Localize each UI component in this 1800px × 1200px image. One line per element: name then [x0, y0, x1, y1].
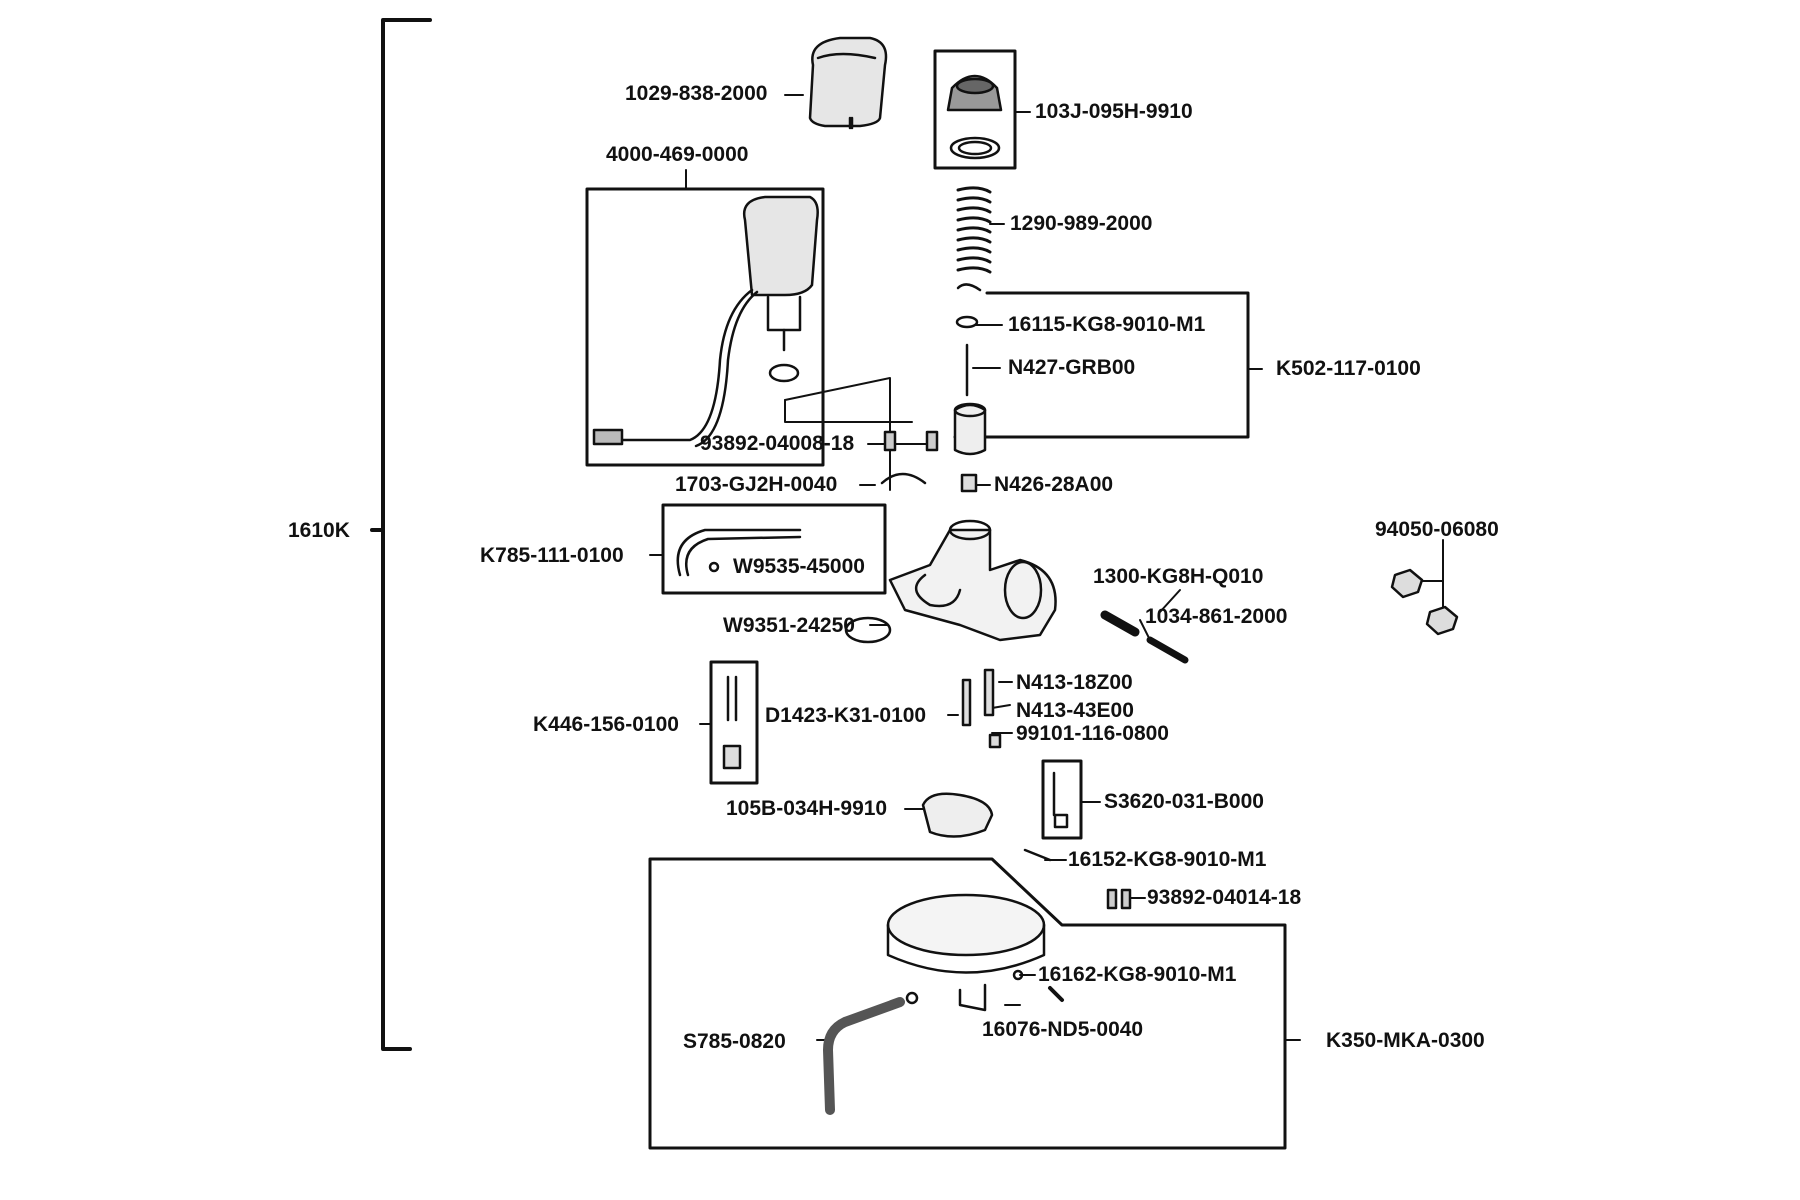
part-label-n426-28a00: N426-28A00 [994, 473, 1114, 496]
group-box-4000-469-0000 [585, 187, 825, 467]
screws-part [883, 430, 939, 452]
part-label-16076-nd5-0040: 16076-ND5-0040 [982, 1018, 1144, 1041]
auto-choke-part [592, 195, 819, 448]
part-label-k350-mka-0300: K350-MKA-0300 [1326, 1029, 1485, 1052]
part-label-4000-469-0000: 4000-469-0000 [606, 143, 749, 166]
nuts-part [1390, 568, 1459, 636]
part-label-1290-989-2000: 1290-989-2000 [1010, 212, 1153, 235]
part-label-w9535-45000: W9535-45000 [733, 555, 865, 578]
bowl-screws-part [1106, 888, 1132, 910]
part-label-103j-095h-9910: 103J-095H-9910 [1035, 100, 1193, 123]
part-label-k502-117-0100: K502-117-0100 [1276, 357, 1421, 380]
float-part [921, 771, 1069, 862]
clamp-part [880, 472, 927, 485]
group-box-s3620-031-b000 [1041, 759, 1083, 840]
part-label-16152-kg8-9010-m1: 16152-KG8-9010-M1 [1068, 848, 1267, 871]
part-label-s785-0820: S785-0820 [683, 1030, 786, 1053]
vent-hose-part [676, 528, 802, 577]
part-label-d1423-k31-0100: D1423-K31-0100 [765, 704, 927, 727]
part-label-105b-034h-9910: 105B-034H-9910 [726, 797, 888, 820]
spring-part [956, 186, 992, 274]
part-label-k785-111-0100: K785-111-0100 [480, 544, 624, 567]
assembly-label: 1610K [288, 519, 350, 542]
part-label-1300-kg8h-q010: 1300-KG8H-Q010 [1093, 565, 1264, 588]
carburetor-body-part [844, 519, 1057, 644]
assembly-bracket [370, 18, 432, 1051]
part-label-s3620-031-b000: S3620-031-B000 [1104, 790, 1264, 813]
float-bowl-part [886, 893, 1064, 1012]
group-box-k502-117-0100 [953, 291, 1250, 439]
part-label-1703-gj2h-0040: 1703-GJ2H-0040 [675, 473, 838, 496]
part-label-99101-116-0800: 99101-116-0800 [1016, 722, 1169, 745]
jets-part [722, 668, 1002, 770]
needle-and-piston-part [953, 283, 987, 493]
drain-hose-part [823, 997, 905, 1115]
leader-lines [649, 94, 1444, 1041]
part-label-n413-43e00: N413-43E00 [1016, 699, 1134, 722]
part-label-16162-kg8-9010-m1: 16162-KG8-9010-M1 [1038, 963, 1237, 986]
group-box-k785-111-0100 [661, 503, 887, 595]
group-box-k446-156-0100 [709, 660, 759, 785]
part-label-w9351-24250: W9351-24250 [723, 614, 855, 637]
part-label-93892-04008-18: 93892-04008-18 [700, 432, 855, 455]
part-label-k446-156-0100: K446-156-0100 [533, 713, 679, 736]
part-label-94050-06080: 94050-06080 [1375, 518, 1499, 541]
idle-screw-part [1100, 610, 1189, 664]
diaphragm-cover-part [946, 74, 1003, 160]
hose-clip-part [905, 991, 919, 1005]
part-label-1034-861-2000: 1034-861-2000 [1145, 605, 1288, 628]
part-label-16115-kg8-9010-m1: 16115-KG8-9010-M1 [1008, 313, 1206, 336]
part-label-n413-18z00: N413-18Z00 [1016, 671, 1133, 694]
cover-cap-part [808, 36, 888, 130]
group-box-103j-095h-9910 [933, 49, 1017, 170]
group-box-k350-mka-0300 [648, 857, 1287, 1150]
part-label-1029-838-2000: 1029-838-2000 [625, 82, 768, 105]
part-label-n427-grb00: N427-GRB00 [1008, 356, 1136, 379]
part-label-93892-04014-18: 93892-04014-18 [1147, 886, 1302, 909]
